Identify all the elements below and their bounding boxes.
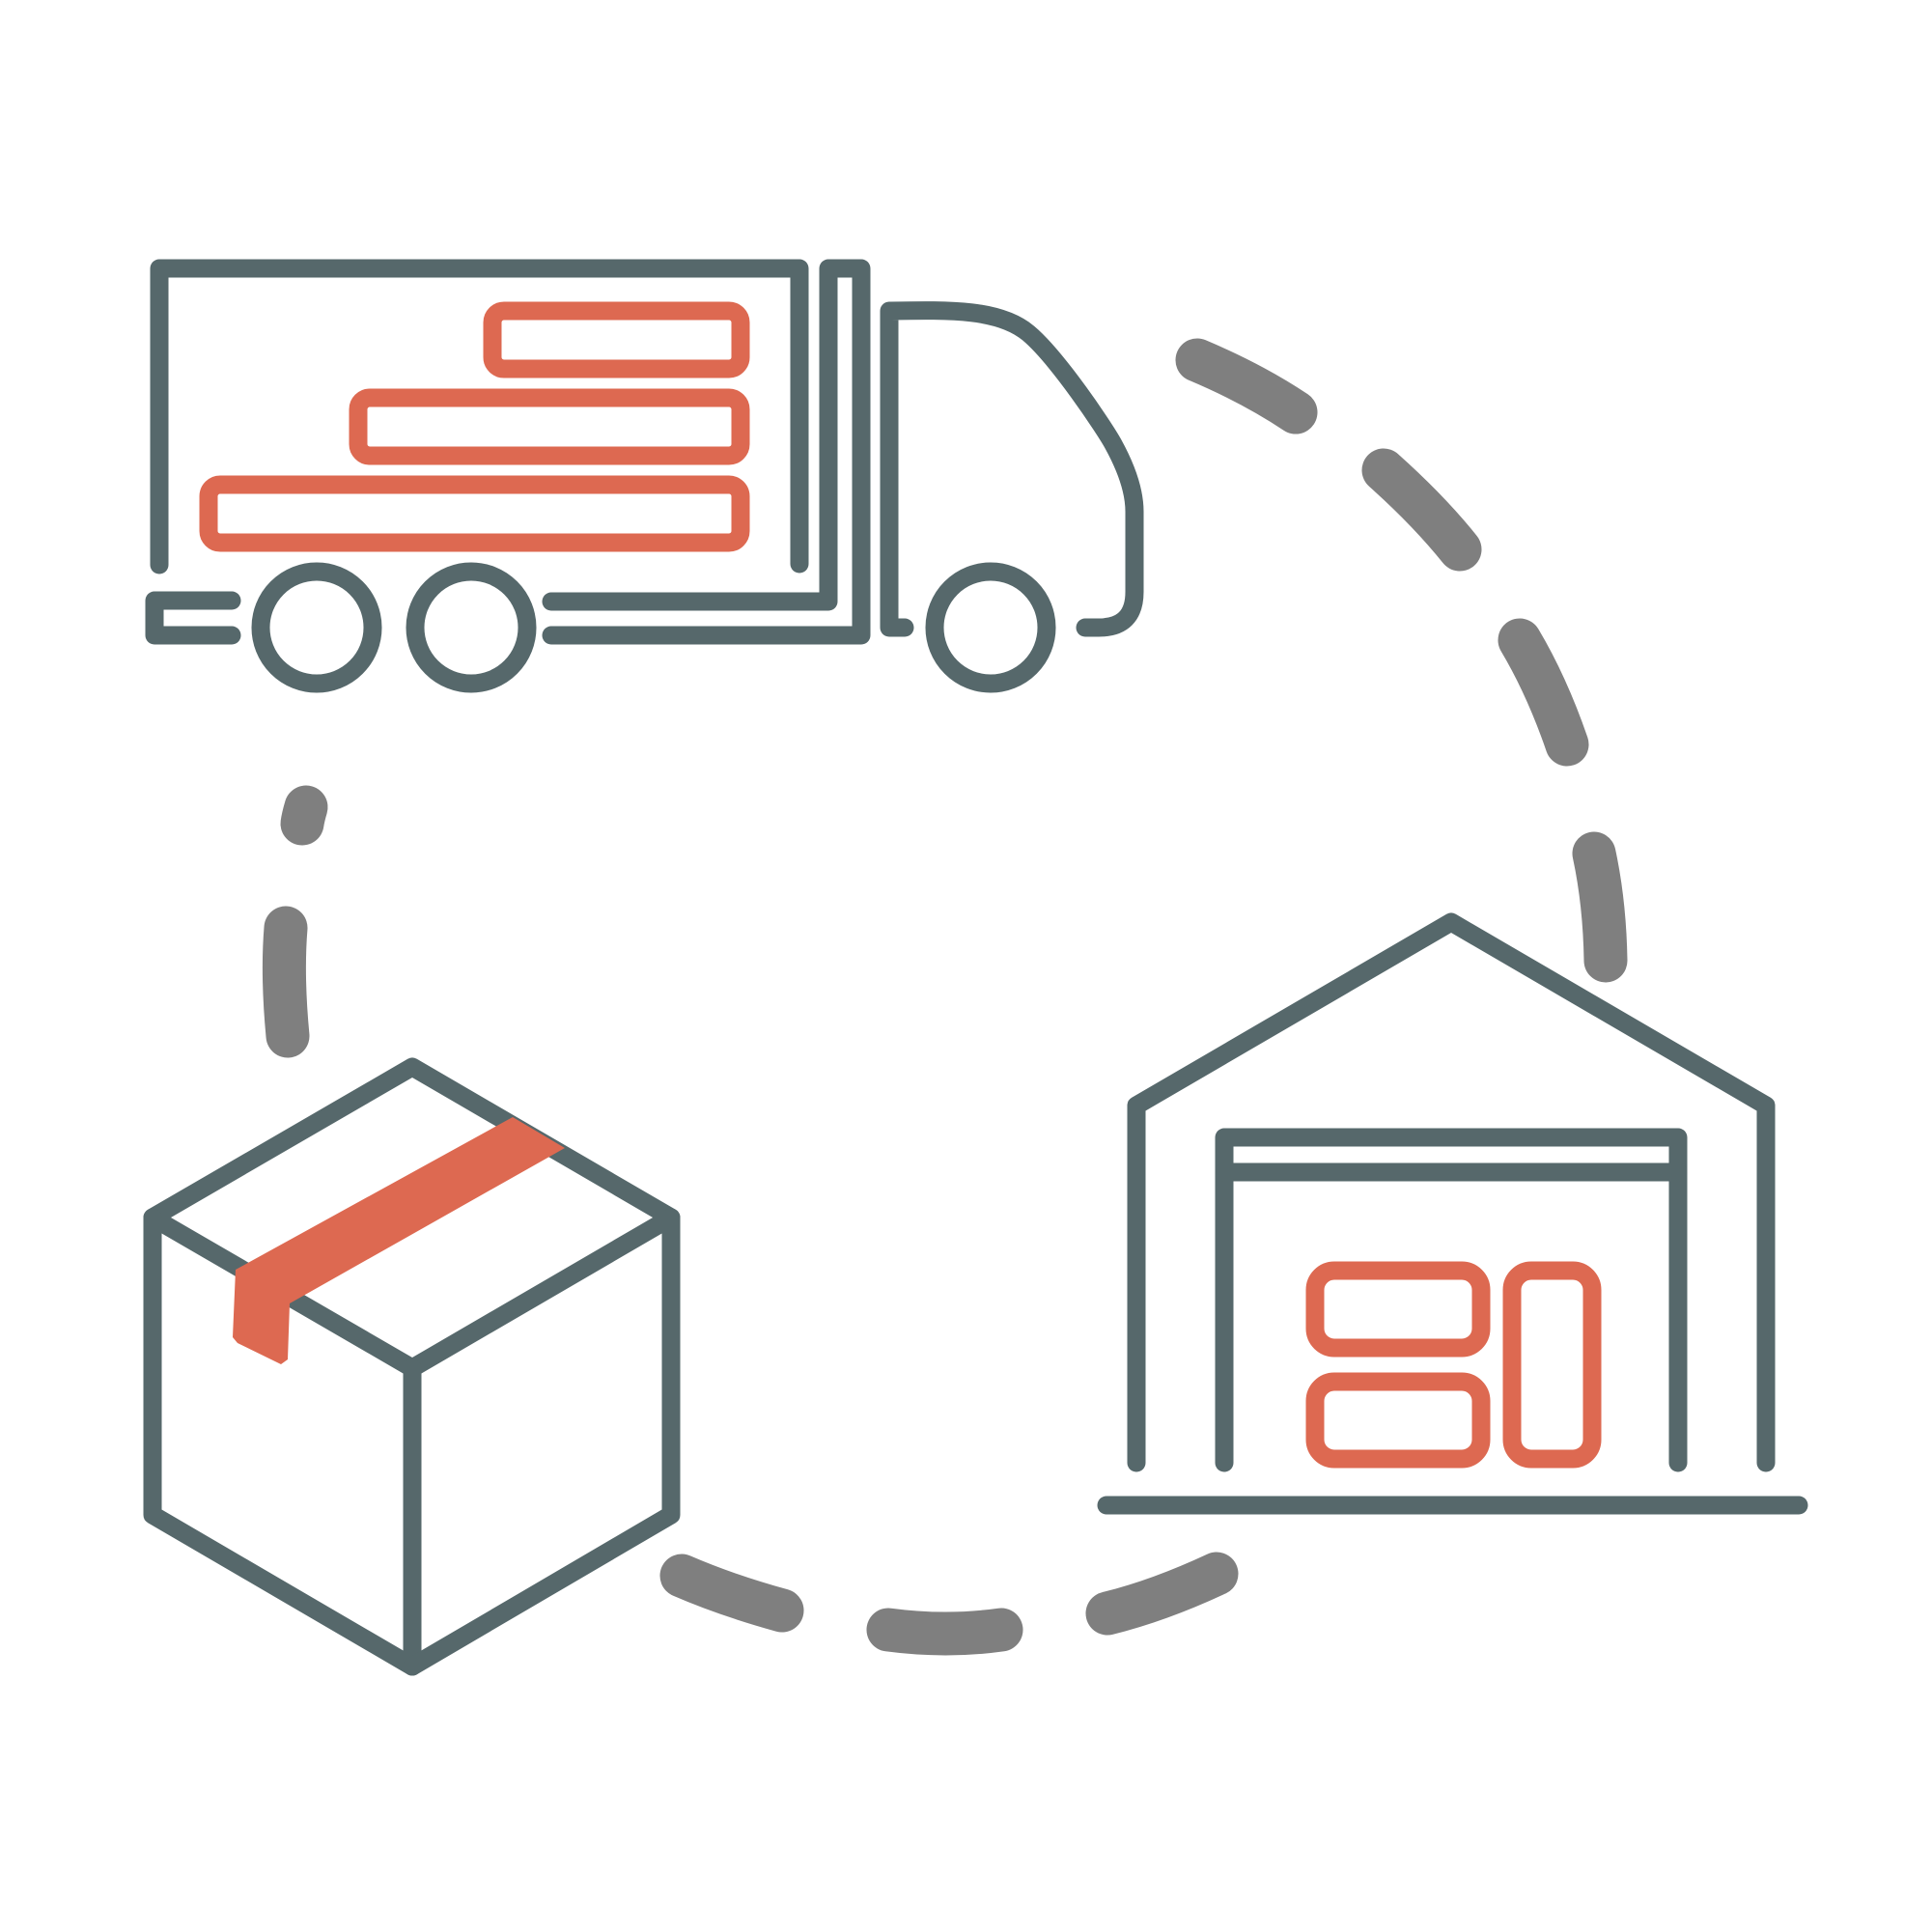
dash-segment bbox=[262, 906, 310, 1058]
dash-segment bbox=[280, 785, 328, 846]
truck-rear-bumper bbox=[145, 591, 241, 645]
cargo-crate-top bbox=[483, 301, 750, 378]
box-right-face bbox=[403, 1208, 681, 1676]
dash-segment bbox=[1572, 831, 1628, 983]
delivery-truck-icon bbox=[145, 259, 1144, 693]
warehouse-icon bbox=[1097, 912, 1808, 1515]
truck-rear-wheel-2 bbox=[406, 562, 537, 693]
box-tape-strip bbox=[233, 1117, 565, 1364]
truck-cargo-back-panel bbox=[542, 259, 871, 645]
cargo-crate-bottom bbox=[199, 475, 750, 552]
cargo-crate-middle bbox=[349, 388, 750, 465]
warehouse-crate-tall-right bbox=[1502, 1261, 1602, 1469]
warehouse-door-frame bbox=[1215, 1128, 1688, 1472]
truck-cab bbox=[880, 301, 1144, 637]
dash-segment bbox=[1085, 1552, 1239, 1636]
dash-segment bbox=[1498, 618, 1589, 767]
truck-cargo-crates bbox=[199, 301, 750, 552]
truck-rear-wheel-1 bbox=[251, 562, 382, 693]
warehouse-crates bbox=[1305, 1261, 1602, 1469]
warehouse-crate-top-left bbox=[1305, 1261, 1491, 1358]
truck-front-wheel bbox=[925, 562, 1056, 693]
warehouse-roof-and-walls bbox=[1127, 912, 1776, 1472]
dash-segment bbox=[866, 1608, 1023, 1656]
dash-segment bbox=[1175, 338, 1318, 434]
dash-segment bbox=[659, 1554, 804, 1633]
truck-cargo-outline bbox=[150, 259, 809, 574]
box-left-face bbox=[143, 1208, 422, 1676]
dashed-cycle-path bbox=[262, 338, 1628, 1656]
dash-segment bbox=[1361, 448, 1482, 572]
box-tape bbox=[233, 1117, 565, 1364]
package-box-icon bbox=[143, 1057, 681, 1676]
warehouse-crate-bottom-left bbox=[1305, 1372, 1491, 1469]
